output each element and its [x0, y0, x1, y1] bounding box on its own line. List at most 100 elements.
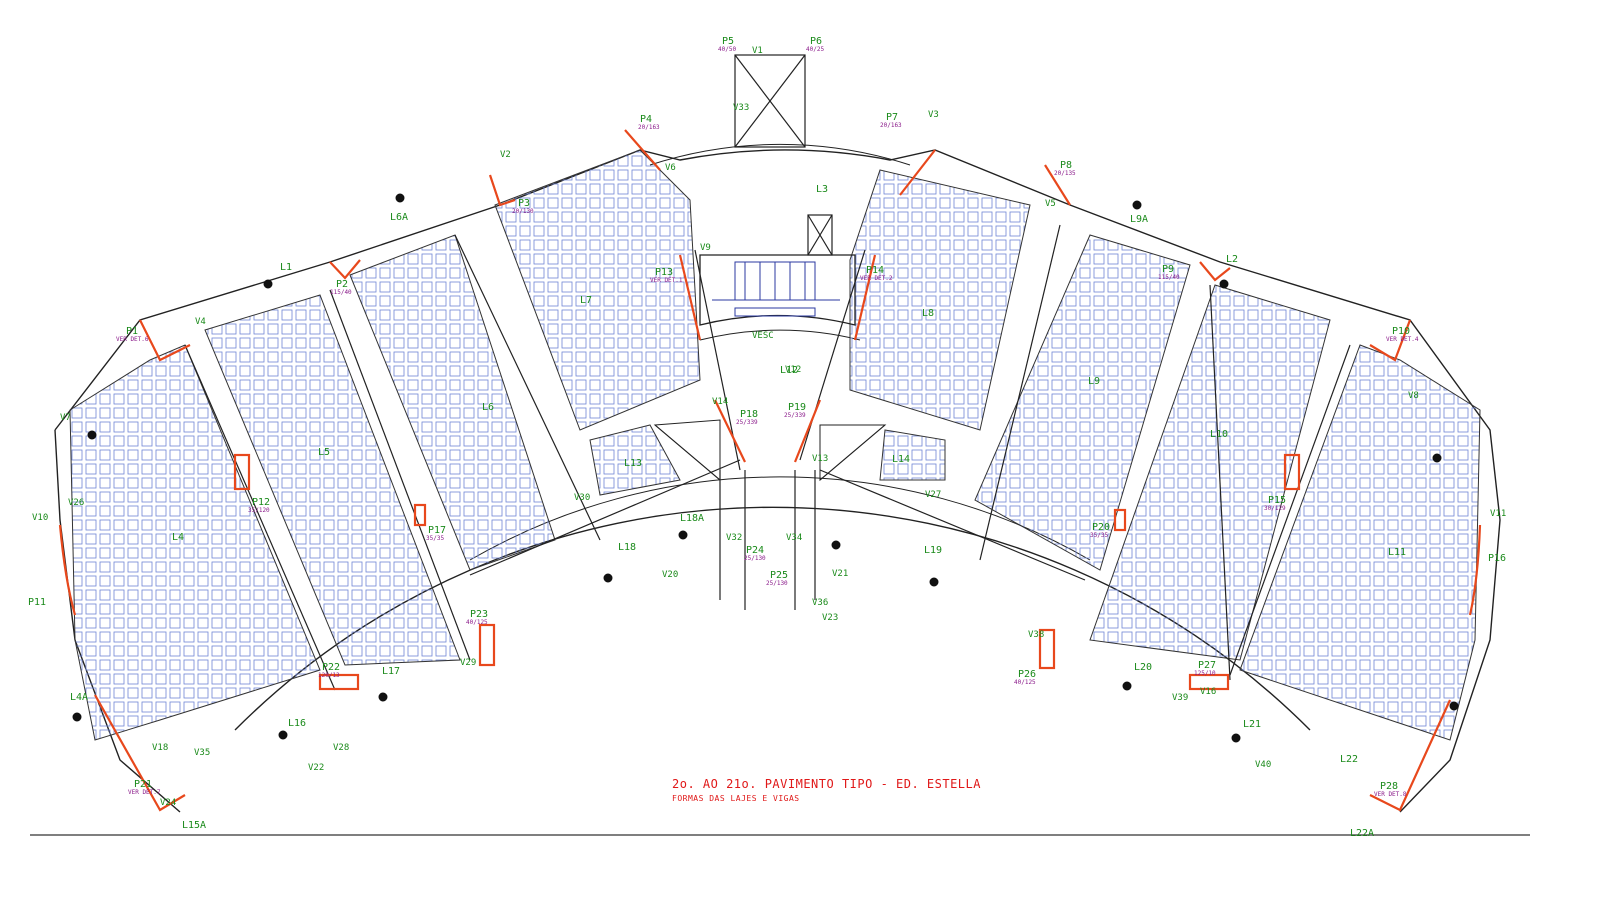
- slab-label: L3: [816, 184, 828, 195]
- pillar-label: P28: [1380, 781, 1398, 792]
- drawing-title: 2o. AO 21o. PAVIMENTO TIPO - ED. ESTELLA: [672, 777, 981, 791]
- beam-label: V13: [812, 454, 828, 464]
- slab-label: L18: [618, 542, 636, 553]
- beam-labels: V1 V2 V3 V4 V5 V6 V7 V8 V9 V10 V11 V12 V…: [32, 46, 1506, 808]
- beam-label: V39: [1172, 693, 1188, 703]
- pillar-size: 20/163: [880, 122, 902, 129]
- slab-label: L5: [318, 447, 330, 458]
- slab-l13: [589, 424, 681, 496]
- stair-core: [699, 254, 856, 326]
- slab-label: L19: [924, 545, 942, 556]
- pillar-size: 40/125: [1014, 679, 1036, 686]
- slab-label: L4: [172, 532, 184, 543]
- pillar-label: P20: [1092, 522, 1110, 533]
- slab-label: L17: [382, 666, 400, 677]
- beam-label: V9: [700, 243, 711, 253]
- beam-label: V29: [460, 658, 476, 668]
- beam-label: V23: [822, 613, 838, 623]
- beam-label: V6: [665, 163, 676, 173]
- slab-label: L9: [1088, 376, 1100, 387]
- slab-label: L9A: [1130, 214, 1148, 225]
- beam-label: V18: [152, 743, 168, 753]
- pillar-label: P26: [1018, 669, 1036, 680]
- level-markers: [72, 193, 1459, 743]
- pillar-label: P9: [1162, 264, 1174, 275]
- pillar-size: 20/130: [512, 208, 534, 215]
- pillar-label: P15: [1268, 495, 1286, 506]
- pillar-label: P25: [770, 570, 788, 581]
- beam-label: V26: [68, 498, 84, 508]
- beam-label: V20: [662, 570, 678, 580]
- slab-label: L7: [580, 295, 592, 306]
- slab-l4: [69, 344, 321, 741]
- slab-labels: L1 L2 L3 L4 L4A L5 L6 L6A L7 L8 L9 L9A L…: [70, 184, 1406, 839]
- slab-label: L20: [1134, 662, 1152, 673]
- pillar-size: 20/135: [1054, 170, 1076, 177]
- slab-label: L4A: [70, 692, 88, 703]
- slab-label: L6: [482, 402, 494, 413]
- pillar-label: P6: [810, 36, 822, 47]
- pillar-label: P10: [1392, 326, 1410, 337]
- beam-label: V14: [712, 397, 728, 407]
- beam-label: V1: [752, 46, 763, 56]
- beam-label: V12: [785, 365, 801, 375]
- pillar-label: P1: [126, 326, 138, 337]
- slab-l10: [1089, 284, 1331, 661]
- drawing-subtitle: FORMAS DAS LAJES E VIGAS: [672, 794, 800, 803]
- slab-label: L6A: [390, 212, 408, 223]
- slab-l5: [204, 294, 461, 666]
- slab-l9: [974, 234, 1191, 571]
- slab-l8: [849, 169, 1031, 431]
- left-wing-slabs: [69, 149, 701, 741]
- pillar-label: P4: [640, 114, 652, 125]
- slab-label: L12: [780, 365, 798, 376]
- beam-label: V11: [1490, 509, 1506, 519]
- slab-l14: [879, 429, 946, 481]
- pillar-label: P17: [428, 525, 446, 536]
- slab-label: L11: [1388, 547, 1406, 558]
- pillar-label: P8: [1060, 160, 1072, 171]
- pillar-size: 35/35: [1090, 532, 1108, 539]
- elevator-shaft: [734, 54, 833, 256]
- pillar-label: P11: [28, 597, 46, 608]
- pillar-label: P3: [518, 198, 530, 209]
- pillar-label: P14: [866, 265, 884, 276]
- pillar-size: 35/35: [426, 535, 444, 542]
- slab-label: L14: [892, 454, 910, 465]
- beam-label: V16: [1200, 687, 1216, 697]
- beam-label: V33: [733, 103, 749, 113]
- slab-label: L22: [1340, 754, 1358, 765]
- pillar-size: 35/120: [248, 507, 270, 514]
- pillar-size: 115/40: [330, 289, 352, 296]
- pillar-label: P12: [252, 497, 270, 508]
- pillar-size: 25/339: [784, 412, 806, 419]
- pillar-labels: P1 VER DET.6 P2 115/40 P3 20/130 P4 20/1…: [28, 36, 1506, 798]
- pillar-label: P16: [1488, 553, 1506, 564]
- pillar-label: P5: [722, 36, 734, 47]
- pillar-label: P13: [655, 267, 673, 278]
- beam-label: V40: [1255, 760, 1271, 770]
- right-wing-slabs: [849, 169, 1481, 741]
- beam-label: V21: [832, 569, 848, 579]
- beam-label: V8: [1408, 391, 1419, 401]
- beam-label: V28: [333, 743, 349, 753]
- pillar-label: P2: [336, 279, 348, 290]
- pillar-size: VER DET.7: [128, 789, 161, 796]
- beam-label: V38: [1028, 630, 1044, 640]
- beam-label: V7: [60, 413, 71, 423]
- slab-l11: [1239, 344, 1481, 741]
- pillar-size: VER DET.4: [1386, 336, 1419, 343]
- beam-label: V30: [574, 493, 590, 503]
- beam-label: V35: [194, 748, 210, 758]
- pillar-size: 30/129: [1264, 505, 1286, 512]
- beam-label: V10: [32, 513, 48, 523]
- pillar-label: P21: [134, 779, 152, 790]
- beam-label: V24: [160, 798, 176, 808]
- slab-label: L21: [1243, 719, 1261, 730]
- pillar-size: 115/40: [1158, 274, 1180, 281]
- beam-label: V34: [786, 533, 802, 543]
- pillar-size: VER DET.2: [860, 275, 893, 282]
- pillar-label: P18: [740, 409, 758, 420]
- pillar-size: 120/13: [318, 672, 340, 679]
